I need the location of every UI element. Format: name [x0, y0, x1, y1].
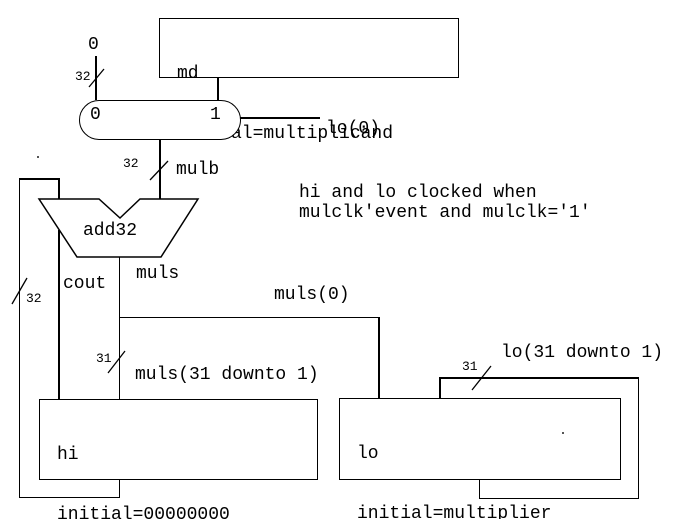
wire-lo-loop-right — [637, 377, 639, 499]
wire-md-to-mux — [217, 77, 219, 100]
stray-dot-lo-box — [562, 432, 564, 434]
wire-muls — [118, 256, 120, 400]
bus-slash-zero-input — [88, 68, 105, 88]
zero-constant-label: 0 — [88, 35, 99, 55]
wire-lo-loop-bottom — [478, 497, 639, 499]
register-hi-box: hi initial=00000000 final=upper product — [39, 399, 318, 519]
muls-signal-label: muls — [136, 264, 180, 284]
register-lo-box: lo initial=multiplier final=lower produc… — [339, 398, 621, 519]
muls-upper-signal-label: muls(31 downto 1) — [135, 365, 319, 385]
mux-shape — [79, 100, 241, 140]
wire-hi-feedback-left — [18, 178, 20, 498]
hi-initial: initial=00000000 — [57, 505, 230, 519]
wire-hi-feedback-bottom — [18, 496, 120, 498]
lo-name: lo — [357, 444, 379, 464]
register-md-box: md initial=multiplicand — [159, 18, 459, 144]
wire-lo-loop-input — [439, 377, 441, 399]
wire-lo-output-stub — [478, 478, 480, 499]
clock-note-line1: hi and lo clocked when — [299, 183, 537, 203]
bus-width-32-mulb-label: 32 — [123, 156, 139, 171]
bus-width-32-left-label: 32 — [26, 291, 42, 306]
wire-muls0-vertical — [378, 316, 380, 400]
stray-dot-left — [37, 156, 39, 158]
wire-muls0-horizontal — [118, 316, 380, 318]
bus-width-32-top-label: 32 — [75, 69, 91, 84]
bus-width-31-muls-label: 31 — [96, 351, 112, 366]
mux-select-signal-label: lo(0) — [326, 119, 381, 139]
adder-name-label: add32 — [83, 221, 138, 241]
wire-hi-feedback-top — [18, 178, 60, 180]
wire-adder-left-input — [58, 178, 60, 200]
wire-zero-constant-input — [95, 56, 97, 100]
lo-upper-signal-label: lo(31 downto 1) — [501, 343, 664, 363]
lo-initial: initial=multiplier — [357, 504, 552, 519]
clock-note-line2: mulclk'event and mulclk='1' — [299, 203, 591, 223]
wire-mux-select — [239, 117, 320, 119]
hi-name: hi — [57, 445, 79, 465]
md-name: md — [177, 64, 199, 84]
mulb-signal-label: mulb — [176, 160, 220, 180]
mux-input0-label: 0 — [90, 105, 101, 125]
bus-width-31-lo-label: 31 — [462, 359, 478, 374]
muls-bit0-signal-label: muls(0) — [274, 285, 350, 305]
cout-signal-label: cout — [63, 274, 107, 294]
wire-hi-output-stub — [118, 478, 120, 498]
wire-cout — [58, 230, 60, 400]
mux-input1-label: 1 — [210, 105, 221, 125]
wire-lo-loop-top — [439, 377, 639, 379]
